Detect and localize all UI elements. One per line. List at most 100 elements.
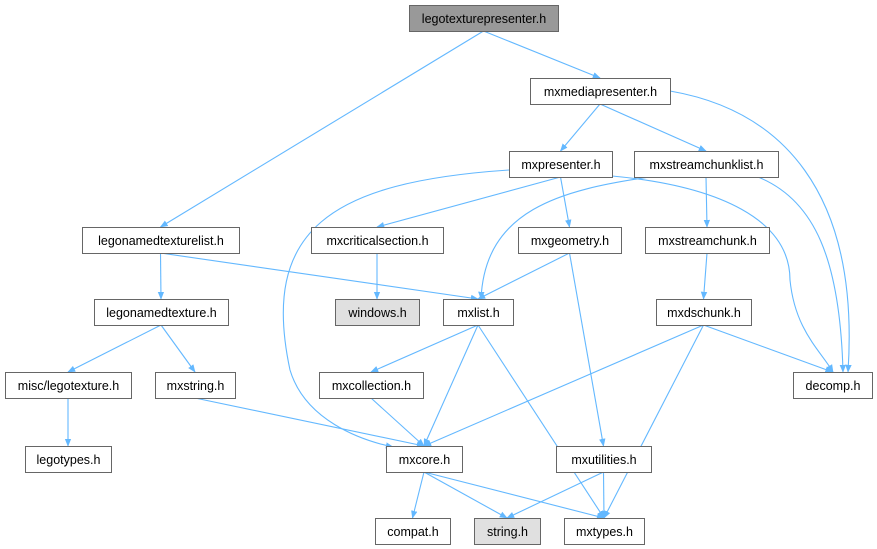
node-mxdschunk[interactable]: mxdschunk.h: [656, 299, 752, 326]
node-mxutilities[interactable]: mxutilities.h: [556, 446, 652, 473]
node-legotexturepresenter: legotexturepresenter.h: [409, 5, 559, 32]
edge-mxstreamchunklist-to-decomp: [757, 176, 847, 373]
edge-mxdschunk-to-mxtypes: [603, 324, 704, 519]
node-mxtypes[interactable]: mxtypes.h: [564, 518, 645, 545]
node-box-windows: [335, 299, 420, 326]
node-label-mxtypes: mxtypes.h: [576, 525, 633, 539]
node-mxcore[interactable]: mxcore.h: [386, 446, 463, 473]
node-box-mxpresenter: [509, 151, 613, 178]
node-mxlist[interactable]: mxlist.h: [443, 299, 514, 326]
node-label-mxstreamchunk: mxstreamchunk.h: [658, 234, 757, 248]
node-label-mxstreamchunklist: mxstreamchunklist.h: [650, 158, 764, 172]
edge-legonamedtexturelist-to-legonamedtexture: [157, 252, 165, 300]
node-string: string.h: [474, 518, 541, 545]
node-box-mxcore: [386, 446, 463, 473]
node-mxcollection[interactable]: mxcollection.h: [319, 372, 424, 399]
node-label-legotypes: legotypes.h: [37, 453, 101, 467]
edge-mxstring-to-mxcore: [194, 397, 425, 448]
node-mxcriticalsection[interactable]: mxcriticalsection.h: [311, 227, 444, 254]
node-label-compat: compat.h: [387, 525, 438, 539]
node-mxmediapresenter[interactable]: mxmediapresenter.h: [530, 78, 671, 105]
edge-mxlist-to-mxcore: [423, 324, 479, 447]
edge-mxcollection-to-mxcore: [370, 397, 425, 447]
edge-mxgeometry-to-mxlist: [477, 252, 570, 300]
node-box-mxtypes: [564, 518, 645, 545]
edge-legonamedtexture-to-mxstring: [160, 324, 196, 373]
node-box-misclegotexture: [5, 372, 132, 399]
node-label-mxstring: mxstring.h: [167, 379, 225, 393]
node-label-mxcriticalsection: mxcriticalsection.h: [326, 234, 428, 248]
node-label-mxgeometry: mxgeometry.h: [531, 234, 609, 248]
node-box-mxdschunk: [656, 299, 752, 326]
node-box-compat: [375, 518, 451, 545]
node-legonamedtexturelist[interactable]: legonamedtexturelist.h: [82, 227, 240, 254]
node-compat[interactable]: compat.h: [375, 518, 451, 545]
node-mxstreamchunk[interactable]: mxstreamchunk.h: [645, 227, 770, 254]
node-label-legotexturepresenter: legotexturepresenter.h: [422, 12, 546, 26]
node-box-mxstreamchunklist: [634, 151, 779, 178]
edge-mxlist-to-mxtypes: [477, 324, 605, 519]
edge-mxstreamchunklist-to-mxstreamchunk: [703, 176, 711, 228]
node-label-mxcore: mxcore.h: [399, 453, 450, 467]
edge-mxcore-to-compat: [411, 471, 425, 519]
node-mxstring[interactable]: mxstring.h: [155, 372, 236, 399]
edge-legonamedtexture-to-misclegotexture: [67, 324, 162, 373]
node-box-mxutilities: [556, 446, 652, 473]
node-label-legonamedtexture: legonamedtexture.h: [106, 306, 217, 320]
node-box-mxcriticalsection: [311, 227, 444, 254]
edge-mxpresenter-to-mxgeometry: [559, 176, 572, 228]
edge-legonamedtexturelist-to-mxlist: [160, 252, 479, 302]
node-box-string: [474, 518, 541, 545]
edge-mxpresenter-to-mxcore: [282, 169, 510, 449]
node-label-mxutilities: mxutilities.h: [571, 453, 636, 467]
node-legonamedtexture[interactable]: legonamedtexture.h: [94, 299, 229, 326]
node-mxpresenter[interactable]: mxpresenter.h: [509, 151, 613, 178]
edge-mxcore-to-mxtypes: [423, 471, 605, 520]
node-label-string: string.h: [487, 525, 528, 539]
edge-legotexturepresenter-to-legonamedtexturelist: [159, 30, 484, 228]
node-label-mxmediapresenter: mxmediapresenter.h: [544, 85, 657, 99]
edge-mxstreamchunklist-to-mxlist: [478, 176, 651, 300]
node-label-mxlist: mxlist.h: [457, 306, 499, 320]
node-box-legotexturepresenter: [409, 5, 559, 32]
node-label-mxcollection: mxcollection.h: [332, 379, 411, 393]
edge-mxmediapresenter-to-mxpresenter: [559, 103, 601, 152]
node-box-mxlist: [443, 299, 514, 326]
edge-mxgeometry-to-mxutilities: [568, 252, 606, 447]
node-box-mxmediapresenter: [530, 78, 671, 105]
edge-mxmediapresenter-to-mxstreamchunklist: [599, 103, 707, 152]
node-label-mxpresenter: mxpresenter.h: [521, 158, 600, 172]
nodes-layer: legotexturepresenter.h mxmediapresenter.h…: [5, 5, 873, 545]
node-box-mxstring: [155, 372, 236, 399]
edge-mxpresenter-to-mxcriticalsection: [376, 176, 561, 229]
node-label-misclegotexture: misc/legotexture.h: [18, 379, 119, 393]
node-box-mxstreamchunk: [645, 227, 770, 254]
node-box-legonamedtexture: [94, 299, 229, 326]
node-windows: windows.h: [335, 299, 420, 326]
node-misclegotexture[interactable]: misc/legotexture.h: [5, 372, 132, 399]
edge-mxutilities-to-string: [506, 471, 604, 519]
node-legotypes[interactable]: legotypes.h: [25, 446, 112, 473]
node-box-legotypes: [25, 446, 112, 473]
node-mxstreamchunklist[interactable]: mxstreamchunklist.h: [634, 151, 779, 178]
node-label-decomp: decomp.h: [806, 379, 861, 393]
edges-layer: [64, 30, 852, 520]
node-label-legonamedtexturelist: legonamedtexturelist.h: [98, 234, 224, 248]
edge-mxcore-to-string: [423, 471, 508, 519]
edge-mxdschunk-to-decomp: [703, 324, 834, 373]
edge-mxstreamchunk-to-mxdschunk: [700, 252, 708, 300]
edge-mxpresenter-to-decomp: [611, 175, 834, 373]
node-label-windows: windows.h: [347, 306, 406, 320]
node-mxgeometry[interactable]: mxgeometry.h: [518, 227, 622, 254]
node-box-mxgeometry: [518, 227, 622, 254]
node-label-mxdschunk: mxdschunk.h: [667, 306, 741, 320]
edge-mxmediapresenter-to-decomp: [669, 90, 852, 373]
node-box-mxcollection: [319, 372, 424, 399]
node-box-decomp: [793, 372, 873, 399]
edge-legotexturepresenter-to-mxmediapresenter: [483, 30, 601, 79]
edge-mxlist-to-mxcollection: [370, 324, 479, 373]
edge-mxdschunk-to-mxcore: [423, 324, 704, 447]
edge-mxutilities-to-mxtypes: [600, 471, 608, 519]
node-decomp[interactable]: decomp.h: [793, 372, 873, 399]
